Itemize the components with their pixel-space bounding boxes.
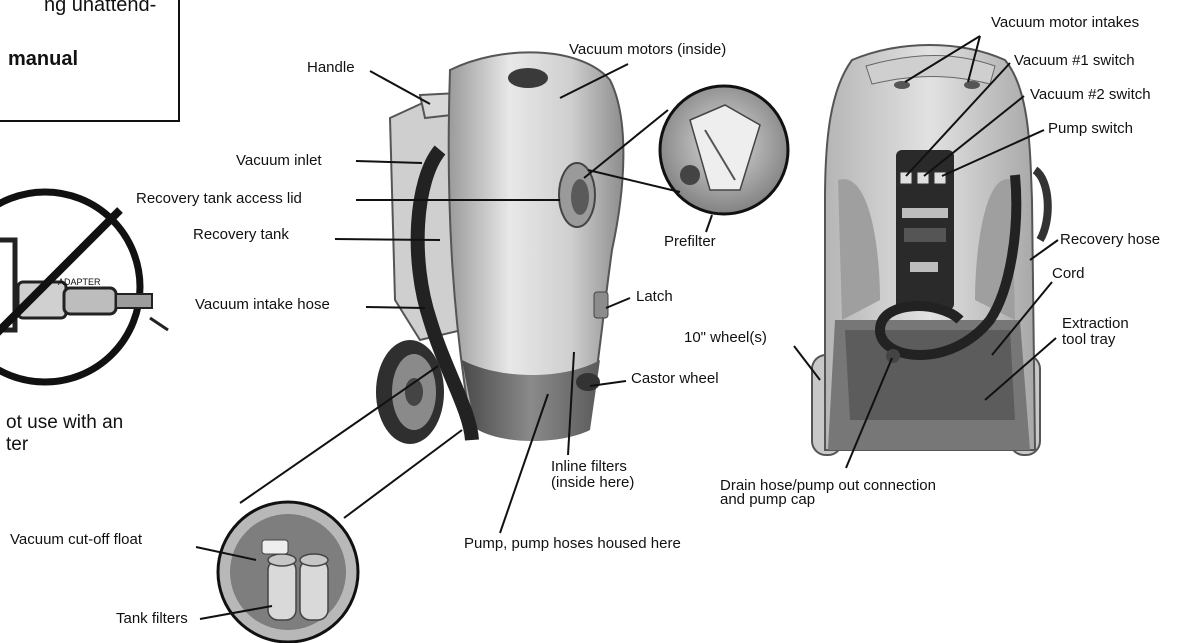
adapter-notice: ot use with an ter	[6, 412, 123, 456]
label-pump-hoses: Pump, pump hoses housed here	[464, 536, 681, 552]
label-drain-hose: Drain hose/pump out connection and pump …	[720, 479, 936, 507]
label-vacuum-inlet: Vacuum inlet	[236, 153, 322, 169]
label-extraction-tool-tray: Extraction tool tray	[1062, 316, 1129, 348]
adapter-plug-label: ADAPTER	[58, 277, 101, 287]
label-latch: Latch	[636, 289, 673, 305]
label-recovery-tank: Recovery tank	[193, 227, 289, 243]
machine-side-view	[376, 52, 623, 444]
label-vacuum-2-switch: Vacuum #2 switch	[1030, 87, 1151, 103]
label-recovery-hose: Recovery hose	[1060, 232, 1160, 248]
label-prefilter: Prefilter	[664, 234, 716, 250]
label-vacuum-motor-intakes: Vacuum motor intakes	[991, 15, 1139, 31]
label-vacuum-cutoff-float: Vacuum cut-off float	[10, 532, 142, 548]
adapter-warning-illustration: ADAPTER	[0, 192, 168, 382]
label-castor-wheel: Castor wheel	[631, 371, 719, 387]
label-inline-filters: Inline filters (inside here)	[551, 459, 634, 491]
label-vacuum-1-switch: Vacuum #1 switch	[1014, 53, 1135, 69]
tank-filters-detail	[218, 502, 358, 642]
label-recovery-tank-access-lid: Recovery tank access lid	[136, 191, 302, 207]
prefilter-detail	[660, 86, 788, 214]
warning-line-1: ng unattend-	[44, 0, 156, 17]
label-pump-switch: Pump switch	[1048, 121, 1133, 137]
label-vacuum-motors: Vacuum motors (inside)	[569, 42, 726, 58]
label-handle: Handle	[307, 60, 355, 76]
label-tank-filters: Tank filters	[116, 611, 188, 627]
warning-line-2: manual	[8, 48, 78, 71]
label-cord: Cord	[1052, 266, 1085, 282]
label-vacuum-intake-hose: Vacuum intake hose	[195, 297, 330, 313]
label-wheels: 10" wheel(s)	[684, 330, 767, 346]
